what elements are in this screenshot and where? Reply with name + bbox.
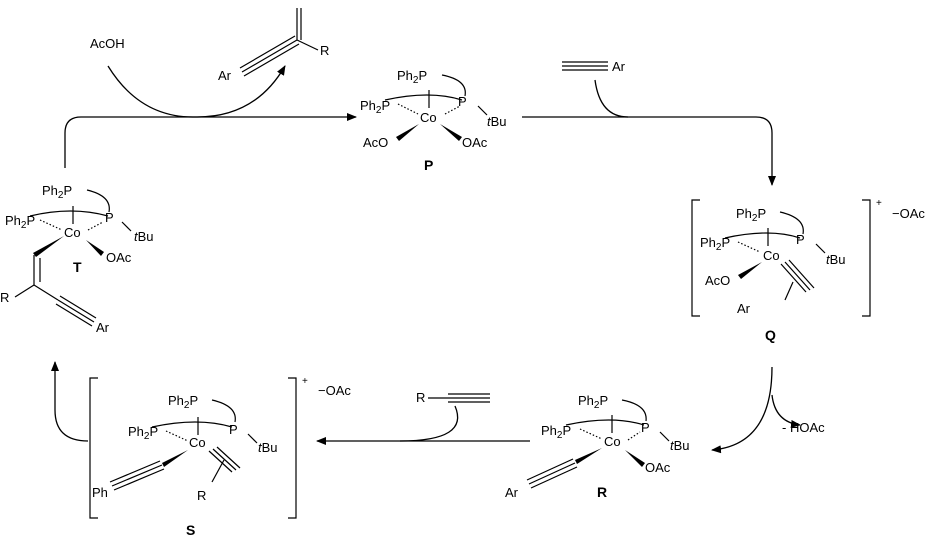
svg-text:tBu: tBu (134, 229, 154, 244)
svg-text:Ar: Ar (505, 485, 519, 500)
complex-s: + −OAc Ph2P Ph2P P tBu Co Ph R S (89, 376, 351, 538)
aryl-alkyne-ar-label: Ar (612, 59, 626, 74)
svg-text:OAc: OAc (645, 460, 671, 475)
svg-text:Co: Co (604, 434, 621, 449)
svg-text:Ar: Ar (737, 301, 751, 316)
co-center: Co (420, 110, 437, 125)
arrow-q-to-r (711, 366, 773, 454)
arrow-acoh-in (107, 65, 196, 118)
svg-text:AcO: AcO (363, 135, 388, 150)
acoh-label: AcOH (90, 36, 125, 51)
arrow-p-to-q (522, 116, 776, 186)
arrow-t-to-p (64, 113, 357, 168)
ph2p-top: Ph2P (397, 68, 427, 86)
svg-text:tBu: tBu (670, 438, 690, 453)
svg-text:R: R (197, 488, 206, 503)
complex-r: Ph2P Ph2P P tBu Co Ar OAc R (505, 393, 690, 500)
svg-text:Co: Co (189, 435, 206, 450)
label-q: Q (765, 327, 776, 343)
svg-text:OAc: OAc (106, 250, 132, 265)
svg-text:Ph: Ph (92, 485, 108, 500)
label-t: T (73, 259, 82, 275)
svg-text:tBu: tBu (826, 252, 846, 267)
svg-text:Ph2P: Ph2P (168, 393, 198, 411)
svg-text:OAc: OAc (462, 135, 488, 150)
arrow-terminal-alkyne-in (399, 405, 459, 442)
svg-text:+: + (876, 198, 882, 209)
svg-text:R: R (0, 290, 9, 305)
counter-ion-q: −OAc (892, 206, 925, 221)
cycle-arrows (51, 65, 801, 454)
reagents: AcOH Ar R Ar R - HOAc (90, 8, 825, 435)
enyne-product: Ar R (218, 8, 329, 83)
svg-text:Ph2P: Ph2P (700, 235, 730, 253)
aryl-alkyne-reagent: Ar (562, 59, 626, 74)
counter-ion-s: −OAc (318, 383, 351, 398)
complex-p: Ph2P Ph2P P tBu Co AcO OAc P (360, 68, 507, 173)
complex-q: + −OAc Ph2P Ph2P P tBu Co AcO Ar Q (691, 198, 925, 343)
arrow-hoac-out (771, 394, 801, 428)
svg-text:Ph2P: Ph2P (578, 393, 608, 411)
svg-text:Ph2P: Ph2P (736, 206, 766, 224)
svg-text:AcO: AcO (705, 273, 730, 288)
enyne-r-label: R (320, 43, 329, 58)
arrow-s-to-t (51, 361, 89, 442)
ph2p-left: Ph2P (360, 98, 390, 116)
label-r: R (597, 484, 607, 500)
hoac-out-label: - HOAc (782, 420, 825, 435)
enyne-ar-label: Ar (218, 68, 232, 83)
svg-text:tBu: tBu (258, 440, 278, 455)
complex-t: Ph2P Ph2P P tBu Co R Ar OAc T (0, 183, 154, 335)
p-right: P (458, 94, 467, 109)
label-s: S (186, 522, 195, 538)
terminal-alkyne-r-label: R (416, 390, 425, 405)
terminal-alkyne-reagent: R (416, 390, 490, 405)
svg-text:P: P (229, 422, 238, 437)
svg-text:Ph2P: Ph2P (5, 213, 35, 231)
svg-text:Ph2P: Ph2P (128, 424, 158, 442)
svg-text:+: + (302, 376, 308, 387)
label-p: P (424, 157, 433, 173)
svg-text:Ph2P: Ph2P (42, 183, 72, 201)
svg-text:Co: Co (763, 248, 780, 263)
svg-text:P: P (105, 210, 114, 225)
svg-text:tBu: tBu (487, 114, 507, 129)
arrow-enyne-out (194, 65, 286, 118)
svg-text:Co: Co (64, 225, 81, 240)
svg-text:P: P (641, 420, 650, 435)
svg-text:Ph2P: Ph2P (541, 423, 571, 441)
svg-text:P: P (796, 232, 805, 247)
svg-text:Ar: Ar (96, 320, 110, 335)
arrow-aryl-alkyne-in (594, 79, 629, 118)
